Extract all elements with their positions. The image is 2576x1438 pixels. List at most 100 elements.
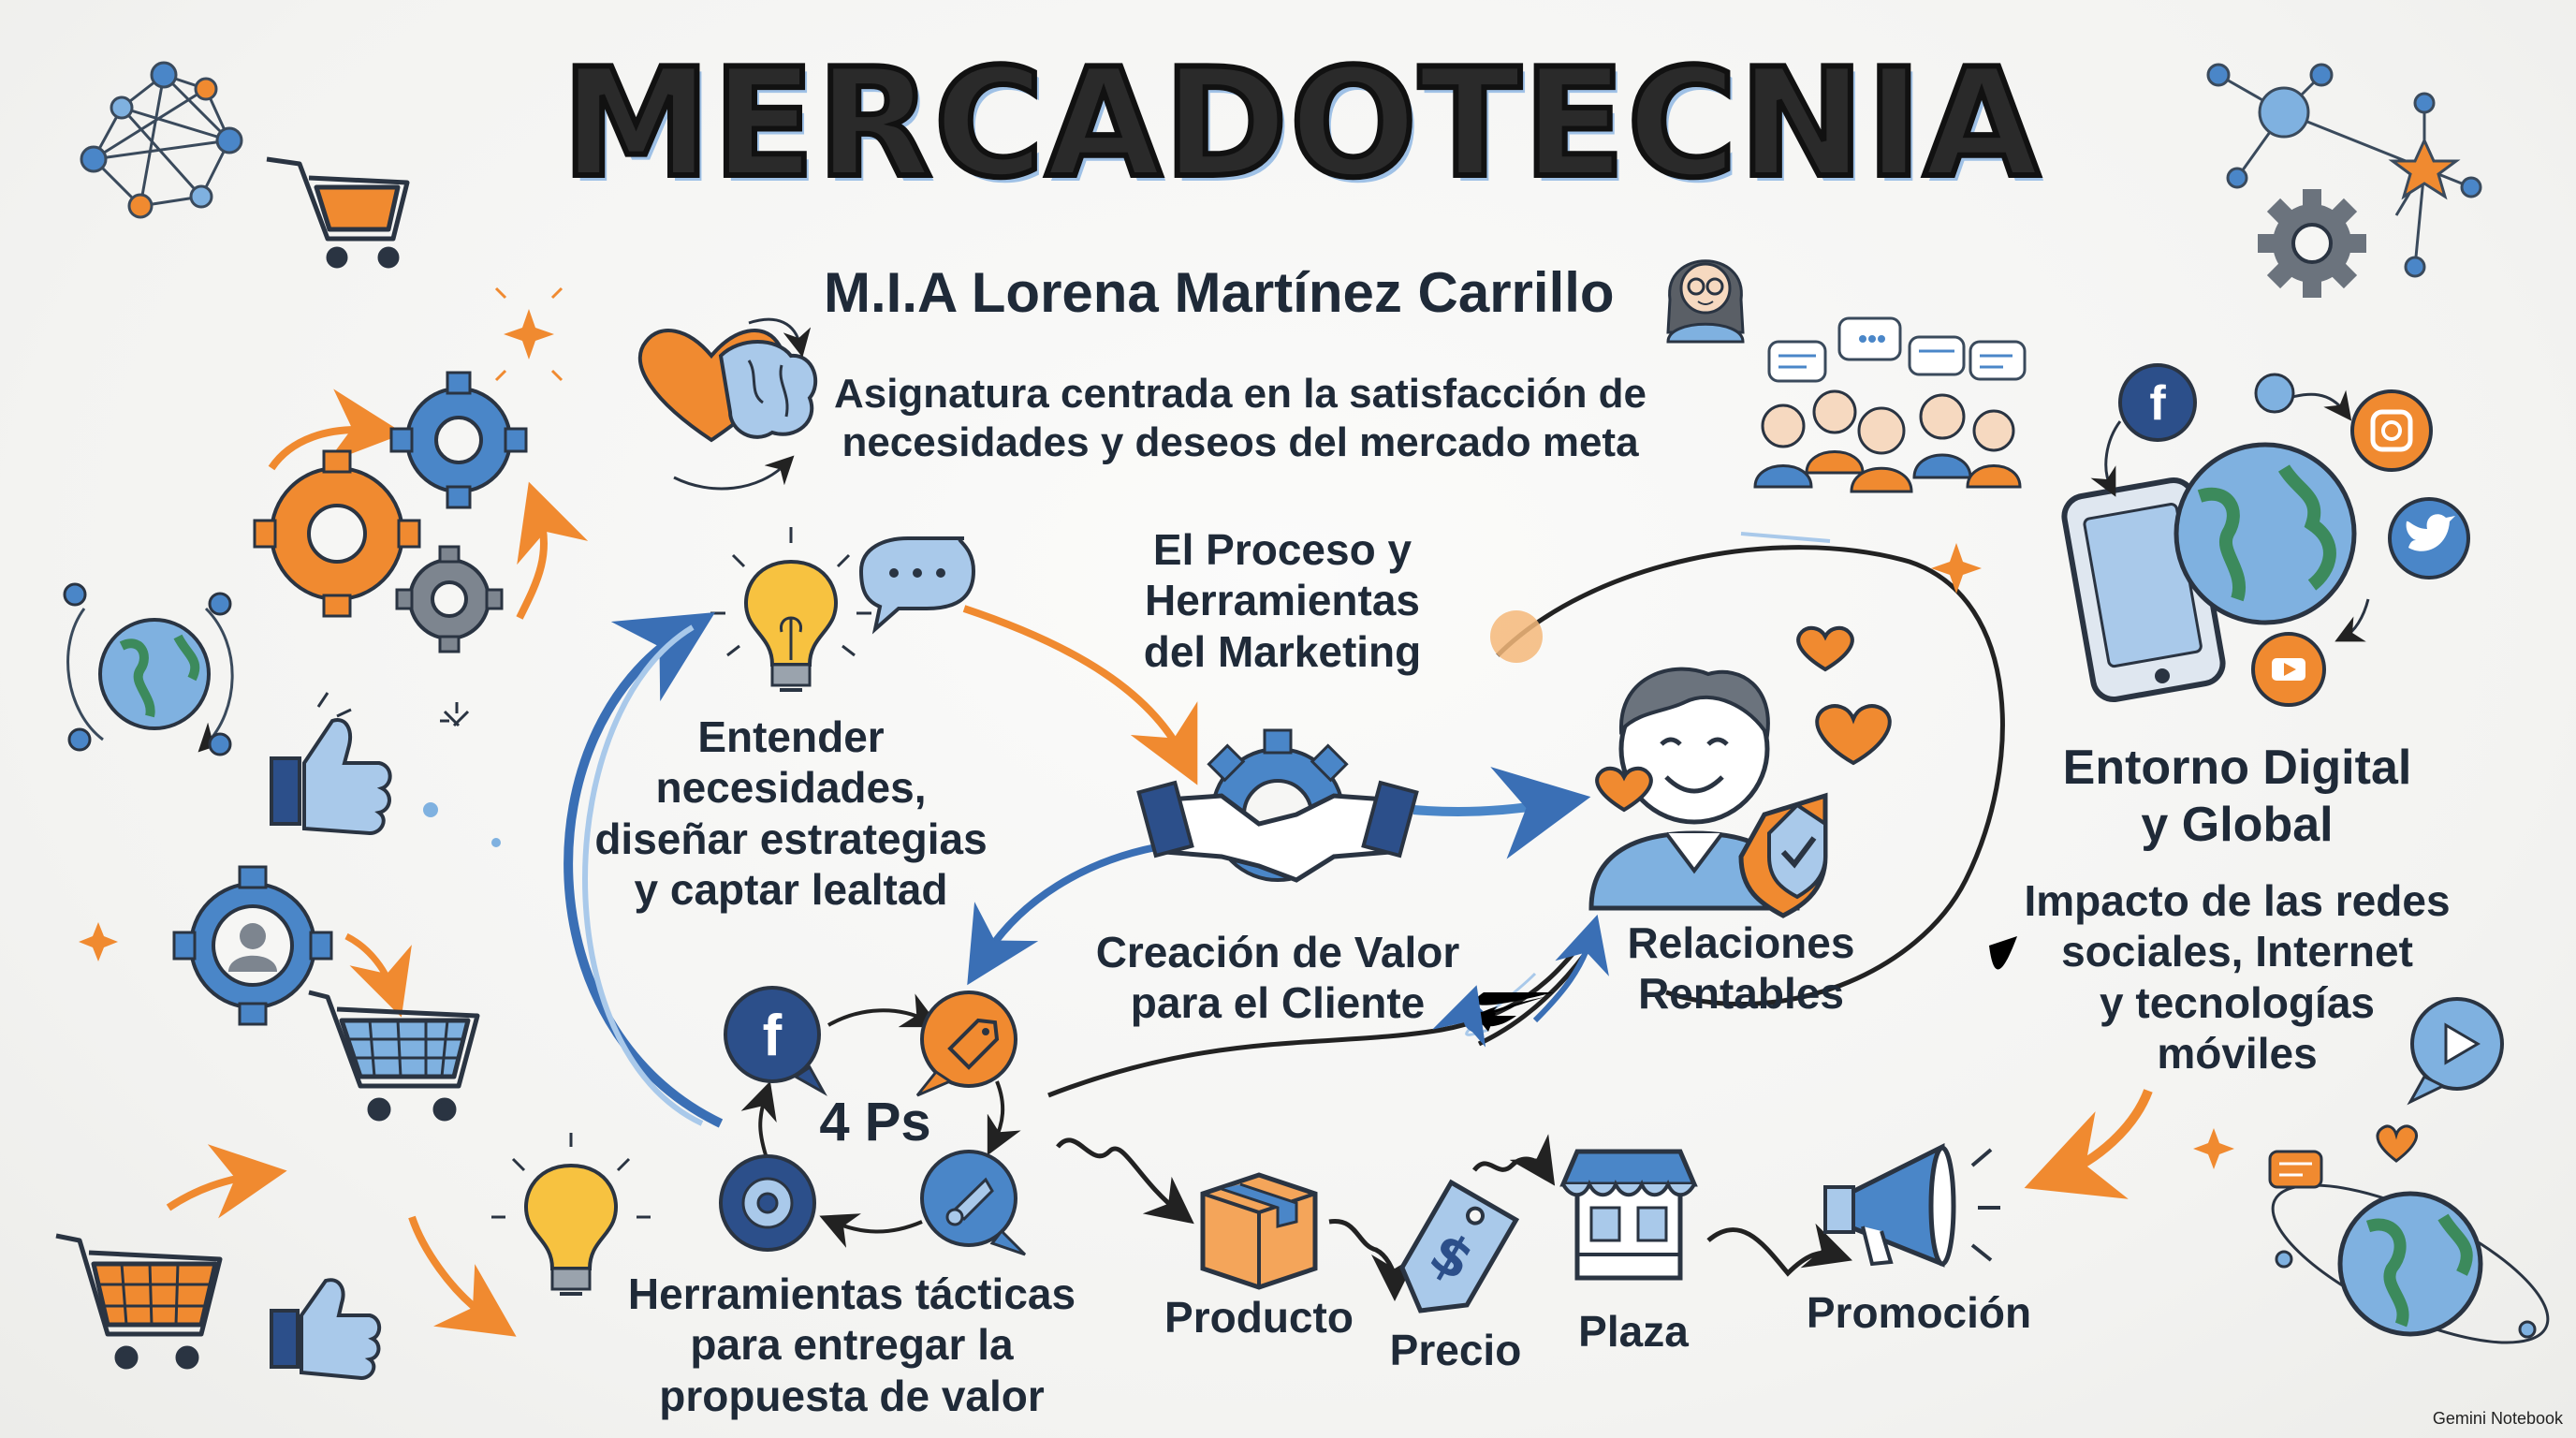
watermark: Gemini Notebook [2432, 1409, 2563, 1428]
storefront-icon [1559, 1149, 1698, 1281]
facebook-icon: f [724, 986, 827, 1096]
svg-text:f: f [2149, 376, 2166, 431]
digital-impact-description: Impacto de las redes sociales, Internet … [2003, 875, 2471, 1078]
tactical-line: Herramientas tácticas [627, 1269, 1076, 1318]
profitable-relations-label: Relaciones Rentables [1535, 917, 1947, 1020]
digital-desc-line: móviles [2157, 1028, 2318, 1078]
sparkle-icon [1931, 543, 1982, 594]
globe-orbit-icon [2268, 1124, 2550, 1344]
tactical-tools-label: Herramientas tácticas para entregar la p… [618, 1269, 1086, 1421]
lightbulb-icon [491, 1133, 651, 1296]
orange-dot [1490, 610, 1543, 663]
video-play-icon [2251, 632, 2326, 707]
relations-line: Relaciones [1627, 918, 1855, 967]
place-label: Plaza [1578, 1307, 1689, 1356]
orange-arrow [344, 932, 412, 1018]
tactical-line: propuesta de valor [659, 1371, 1045, 1420]
star-network-icon [2206, 63, 2482, 278]
process-heading: El Proceso y Herramientas del Marketing [1076, 524, 1488, 677]
process-line: Herramientas [1144, 576, 1421, 625]
shopping-cart-icon [55, 1233, 223, 1370]
thumbs-up-icon [270, 1278, 382, 1381]
value-line: Creación de Valor [1095, 928, 1460, 976]
four-ps-cycle [740, 993, 1021, 1248]
settings-gear-icon [719, 1154, 816, 1252]
box-icon [1200, 1172, 1318, 1290]
light-stroke [1740, 532, 1831, 543]
subject-line: Asignatura centrada en la satisfacción d… [833, 371, 1647, 417]
shopping-cart-icon [266, 156, 410, 269]
understand-needs-label: Entender necesidades, diseñar estrategia… [571, 712, 1011, 915]
gears-cluster-icon [253, 371, 589, 653]
orange-arrow [962, 605, 1198, 785]
shopping-cart-icon [308, 990, 480, 1122]
tactical-line: para entregar la [690, 1320, 1014, 1370]
user-gear-icon [172, 865, 333, 1026]
dot-decoration [423, 802, 438, 817]
understand-line: Entender [697, 712, 885, 761]
globe-network-icon [63, 582, 234, 755]
blue-cycle-arrow [564, 611, 724, 1128]
happy-customer-icon [1588, 667, 1828, 918]
author-name: M.I.A Lorena Martínez Carrillo [824, 261, 1615, 324]
instagram-icon [2350, 389, 2433, 472]
digital-desc-line: Impacto de las redes [2024, 876, 2451, 925]
orange-arrow [166, 1144, 287, 1219]
audience-icon [1753, 316, 2027, 493]
squiggle-arrow [1472, 1134, 1556, 1186]
avatar-icon [1666, 259, 1745, 344]
blue-arrow [967, 844, 1157, 986]
handshake-gear-icon [1136, 728, 1419, 883]
blue-arrow [1532, 914, 1609, 1023]
value-line: para el Cliente [1130, 978, 1426, 1028]
play-bubble-icon [2407, 997, 2504, 1106]
understand-line: diseñar estrategias [594, 814, 988, 863]
squiggle-arrow [1328, 1218, 1418, 1301]
dark-loop [1496, 545, 2005, 1006]
megaphone-small-icon [920, 1150, 1027, 1256]
process-line: del Marketing [1143, 626, 1422, 676]
digital-environment-heading: Entorno Digital y Global [2012, 740, 2462, 855]
twitter-icon [2388, 497, 2470, 580]
phone-globe-icon [2061, 389, 2370, 702]
squiggle-arrow [1056, 1137, 1194, 1225]
chat-bubble-icon [858, 536, 976, 635]
orange-arrow [2024, 1089, 2153, 1199]
value-creation-label: Creación de Valor para el Cliente [1058, 927, 1498, 1029]
understand-line: necesidades, [655, 763, 927, 813]
price-tag-icon: $ [1399, 1179, 1520, 1313]
digital-title-line: Entorno Digital [2062, 741, 2412, 795]
heart-brain-icon [637, 317, 818, 491]
squiggle-arrow [1706, 1223, 1852, 1277]
thumbs-up-icon [270, 718, 392, 836]
sparkle-icon [494, 286, 564, 382]
blue-arrow [1412, 767, 1591, 859]
sparkle-icon [2193, 1128, 2234, 1169]
light-cycle-arrow [582, 624, 704, 1126]
four-ps-label: 4 Ps [819, 1092, 931, 1152]
process-line: El Proceso y [1152, 525, 1412, 574]
understand-line: y captar lealtad [634, 864, 948, 914]
facebook-icon: f [2118, 363, 2197, 442]
relations-line: Rentables [1638, 969, 1844, 1019]
heart-icon [1595, 625, 1892, 813]
price-label: Precio [1389, 1326, 1522, 1374]
shopping-tag-icon [915, 990, 1017, 1097]
digital-desc-line: y tecnologías [2100, 977, 2375, 1027]
promotion-label: Promoción [1806, 1288, 2032, 1337]
gear-icon [2258, 189, 2366, 298]
dot-decoration [491, 838, 501, 847]
orange-arrow [408, 1215, 517, 1337]
lightbulb-icon [710, 527, 871, 692]
sparkle-icon [79, 922, 118, 961]
digital-desc-line: sociales, Internet [2061, 927, 2413, 976]
sparkle-icon [504, 309, 554, 360]
megaphone-icon [1823, 1142, 2000, 1268]
subject-line: necesidades y deseos del mercado meta [842, 418, 1639, 465]
network-icon [80, 61, 243, 219]
page-title: MERCADOTECNIA [559, 36, 2042, 211]
digital-title-line: y Global [2141, 798, 2334, 853]
node-dot [2254, 373, 2295, 414]
product-label: Producto [1164, 1293, 1354, 1342]
